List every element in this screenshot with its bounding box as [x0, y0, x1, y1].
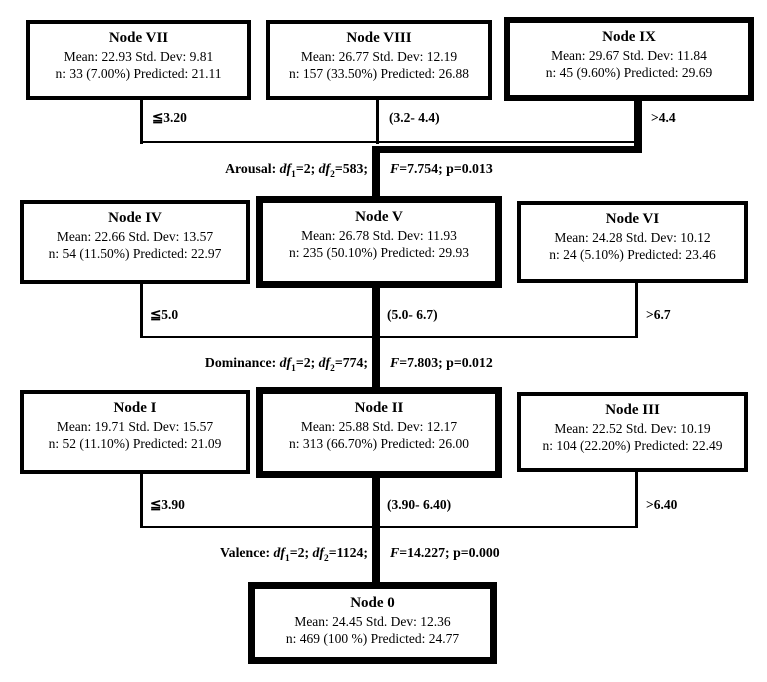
split-stats-valence-left: Valence: df1=2; df2=1124; — [0, 545, 368, 564]
df2-label: df — [312, 545, 325, 560]
split-variable-dominance: Dominance: — [204, 355, 277, 370]
split-stats-arousal-left: Arousal: df1=2; df2=583; — [0, 161, 368, 180]
df2-value: =1124; — [328, 545, 368, 560]
node-i-counts: n: 52 (11.10%) Predicted: 21.09 — [48, 436, 222, 451]
node-i-stats: Mean: 19.71 Std. Dev: 15.57 — [56, 419, 214, 434]
node-ix-title: Node IX — [602, 29, 656, 45]
split-stats-dominance-right: F=7.803; p=0.012 — [390, 355, 493, 371]
branch-label-dominance-mid: (5.0- 6.7) — [387, 307, 438, 322]
node-iv-counts: n: 54 (11.50%) Predicted: 22.97 — [48, 246, 222, 261]
node-0-stats: Mean: 24.45 Std. Dev: 12.36 — [294, 614, 451, 629]
df1-value: =2; — [289, 545, 310, 560]
node-iii-box: Node III Mean: 22.52 Std. Dev: 10.19 n: … — [517, 392, 748, 472]
connector-node-iv-stub — [140, 283, 143, 338]
node-iii-title: Node III — [605, 402, 660, 418]
df2-value: =774; — [334, 355, 368, 370]
f-label: F — [390, 545, 400, 560]
node-ii-title: Node II — [354, 400, 404, 416]
f-label: F — [390, 161, 400, 176]
branch-label-arousal-mid: (3.2- 4.4) — [389, 110, 440, 125]
p-value: p=0.013 — [446, 161, 493, 176]
branch-label-dominance-left: ≦5.0 — [150, 307, 179, 322]
node-vi-stats: Mean: 24.28 Std. Dev: 10.12 — [554, 230, 711, 245]
node-iv-title: Node IV — [108, 210, 162, 226]
node-vii-box: Node VII Mean: 22.93 Std. Dev: 9.81 n: 3… — [26, 20, 251, 100]
connector-tier2-center-bold — [372, 286, 380, 388]
connector-node-vi-stub — [635, 282, 638, 338]
df1-label: df — [279, 161, 292, 176]
node-iii-stats: Mean: 22.52 Std. Dev: 10.19 — [554, 421, 711, 436]
connector-tier2-horizontal — [140, 336, 638, 338]
df2-sub: 2 — [324, 553, 329, 564]
node-vi-box: Node VI Mean: 24.28 Std. Dev: 10.12 n: 2… — [517, 201, 748, 283]
node-0-title: Node 0 — [350, 595, 395, 611]
df1-label: df — [273, 545, 286, 560]
node-vi-title: Node VI — [605, 211, 660, 227]
node-0-box: Node 0 Mean: 24.45 Std. Dev: 12.36 n: 46… — [248, 582, 497, 664]
node-vi-counts: n: 24 (5.10%) Predicted: 23.46 — [549, 247, 716, 262]
df2-sub: 2 — [330, 363, 335, 374]
split-stats-valence-right: F=14.227; p=0.000 — [390, 545, 500, 561]
node-ii-box: Node II Mean: 25.88 Std. Dev: 12.17 n: 3… — [256, 387, 502, 478]
node-v-counts: n: 235 (50.10%) Predicted: 29.93 — [289, 245, 469, 260]
node-v-stats: Mean: 26.78 Std. Dev: 11.93 — [301, 228, 457, 243]
node-i-box: Node I Mean: 19.71 Std. Dev: 15.57 n: 52… — [20, 390, 250, 474]
f-value: =7.754; — [399, 161, 443, 176]
df1-sub: 1 — [285, 553, 290, 564]
node-0-counts: n: 469 (100 %) Predicted: 24.77 — [285, 631, 460, 646]
branch-label-arousal-left: ≦3.20 — [152, 110, 187, 125]
connector-node-iii-stub — [635, 471, 638, 528]
connector-tier1-center-bold — [372, 146, 380, 198]
connector-node-vii-stub — [140, 98, 143, 144]
split-variable-arousal: Arousal: — [225, 161, 277, 176]
node-iii-counts: n: 104 (22.20%) Predicted: 22.49 — [542, 438, 723, 453]
node-iv-box: Node IV Mean: 22.66 Std. Dev: 13.57 n: 5… — [20, 200, 250, 284]
p-value: p=0.000 — [453, 545, 500, 560]
branch-label-valence-left: ≦3.90 — [150, 497, 185, 512]
df2-label: df — [318, 161, 331, 176]
df1-sub: 1 — [291, 169, 296, 180]
node-ix-counts: n: 45 (9.60%) Predicted: 29.69 — [545, 65, 713, 80]
connector-tier3-center-bold — [372, 477, 380, 583]
branch-label-arousal-right: >4.4 — [651, 110, 676, 125]
split-stats-arousal-right: F=7.754; p=0.013 — [390, 161, 493, 177]
node-vii-title: Node VII — [108, 30, 169, 46]
node-vii-stats: Mean: 22.93 Std. Dev: 9.81 — [63, 49, 214, 64]
df1-value: =2; — [295, 161, 316, 176]
node-v-box: Node V Mean: 26.78 Std. Dev: 11.93 n: 23… — [256, 196, 502, 288]
f-value: =7.803; — [399, 355, 443, 370]
node-vii-counts: n: 33 (7.00%) Predicted: 21.11 — [55, 66, 222, 81]
connector-tier1-horizontal — [140, 141, 636, 143]
node-v-title: Node V — [355, 209, 403, 225]
node-ii-stats: Mean: 25.88 Std. Dev: 12.17 — [300, 419, 458, 434]
connector-tier3-horizontal — [140, 526, 638, 528]
node-iv-stats: Mean: 22.66 Std. Dev: 13.57 — [56, 229, 214, 244]
connector-node-viii-stub — [376, 98, 379, 144]
f-value: =14.227; — [399, 545, 450, 560]
node-viii-title: Node VIII — [346, 30, 412, 46]
node-viii-counts: n: 157 (33.50%) Predicted: 26.88 — [289, 66, 469, 81]
node-ix-stats: Mean: 29.67 Std. Dev: 11.84 — [551, 48, 707, 63]
df1-sub: 1 — [291, 363, 296, 374]
branch-label-valence-mid: (3.90- 6.40) — [387, 497, 452, 512]
df2-value: =583; — [334, 161, 368, 176]
connector-tier1-horizontal-bold — [372, 146, 642, 153]
df1-value: =2; — [295, 355, 316, 370]
df2-sub: 2 — [330, 169, 335, 180]
split-variable-valence: Valence: — [219, 545, 271, 560]
f-label: F — [390, 355, 400, 370]
p-value: p=0.012 — [446, 355, 493, 370]
node-viii-box: Node VIII Mean: 26.77 Std. Dev: 12.19 n:… — [266, 20, 492, 100]
connector-node-i-stub — [140, 473, 143, 528]
split-stats-dominance-left: Dominance: df1=2; df2=774; — [0, 355, 368, 374]
node-viii-stats: Mean: 26.77 Std. Dev: 12.19 — [300, 49, 458, 64]
node-ix-box: Node IX Mean: 29.67 Std. Dev: 11.84 n: 4… — [504, 17, 754, 101]
df2-label: df — [318, 355, 331, 370]
branch-label-dominance-right: >6.7 — [646, 307, 671, 322]
branch-label-valence-right: >6.40 — [646, 497, 678, 512]
df1-label: df — [279, 355, 292, 370]
node-ii-counts: n: 313 (66.70%) Predicted: 26.00 — [289, 436, 469, 451]
connector-node-ix-stub-bold — [634, 97, 642, 153]
node-i-title: Node I — [113, 400, 157, 416]
